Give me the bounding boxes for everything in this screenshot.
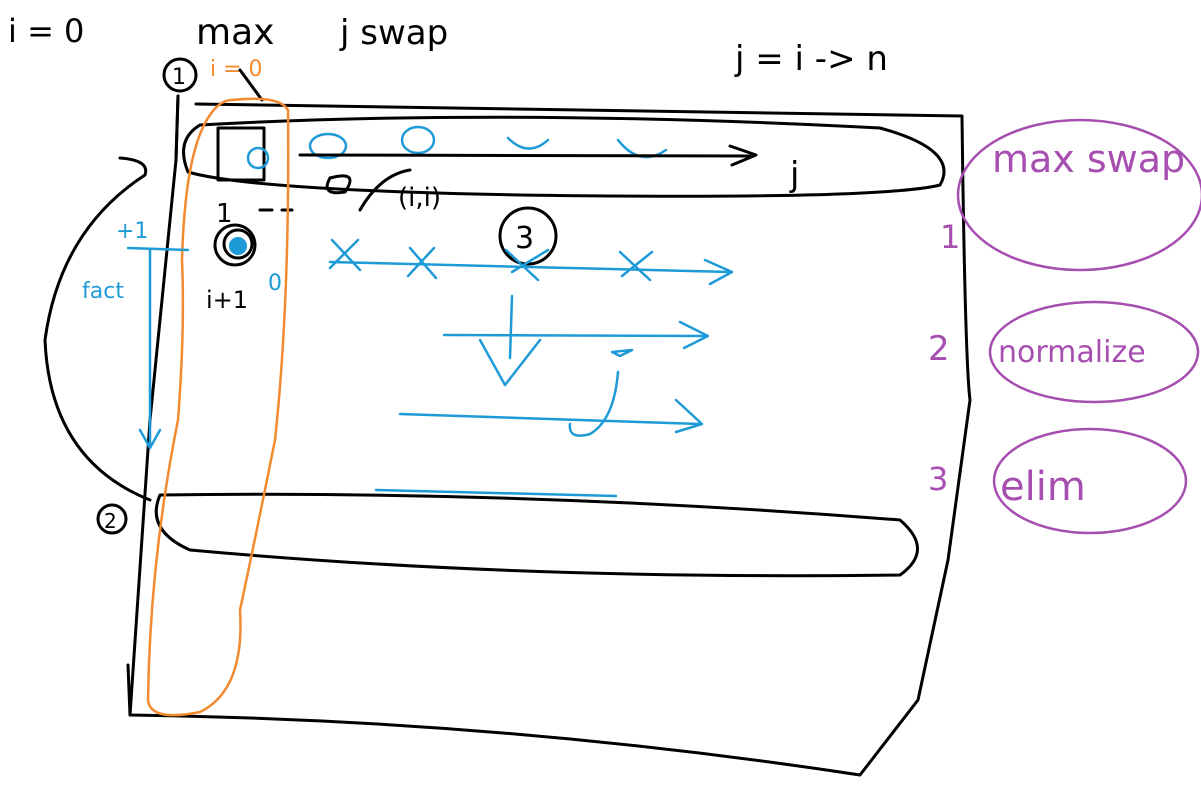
elim-row-arrow-3	[398, 398, 704, 434]
matrix-corner-tick	[126, 663, 132, 717]
step1-circle	[162, 57, 198, 93]
row-below-label: i+1	[206, 286, 248, 314]
cell-ii-label: (i,i)	[398, 183, 441, 213]
zero-mark: 0	[268, 271, 282, 296]
pivot-scribble-inner	[222, 228, 254, 260]
legend-ellipse-elim	[992, 427, 1188, 535]
row-i-zero-1	[308, 132, 348, 160]
orange-i-label: i = 0	[210, 57, 263, 82]
legend-ellipse-max-swap	[956, 118, 1201, 272]
plus-one-label: +1	[116, 219, 148, 244]
step3-circle	[498, 206, 558, 266]
legend-item-elim: 3 elim	[928, 427, 1188, 535]
step1-marker: 1	[172, 65, 186, 90]
legend-ellipse-normalize	[988, 300, 1200, 404]
plus-one-underline	[126, 246, 190, 252]
pivot-square	[216, 126, 266, 182]
factor-down-arrow	[138, 248, 162, 450]
matrix-outline	[128, 94, 972, 777]
max-label: max	[196, 12, 274, 53]
pivot-cell-mark	[246, 146, 270, 170]
i-init-label: i = 0	[8, 12, 84, 50]
elim-down-head	[478, 338, 542, 387]
j-range-label: j = i -> n	[734, 39, 888, 79]
pivot-one-dot	[229, 237, 247, 255]
elim-x-1	[328, 238, 362, 272]
pivot-link-loop	[325, 174, 352, 195]
row-j-label: j	[789, 155, 799, 195]
row-i-arrow	[298, 144, 758, 167]
elim-last-line	[374, 488, 618, 498]
matrix-left-edge	[174, 94, 180, 162]
pivot-column-outline	[146, 97, 290, 717]
pivot-scribble-circle	[213, 223, 257, 267]
elim-j-stroke	[568, 370, 620, 437]
loop-arrow	[43, 156, 152, 502]
elim-down-line	[508, 294, 514, 360]
step3-marker: 3	[515, 221, 534, 256]
row-i-zero-2	[400, 125, 436, 155]
legend-num-1: 1	[940, 218, 960, 256]
pivot-one-label: 1	[216, 199, 233, 229]
factor-label: fact	[82, 279, 124, 304]
pointer-stroke	[238, 68, 264, 102]
legend-item-normalize: 2 normalize	[928, 300, 1200, 404]
pivot-link-stroke	[358, 168, 412, 212]
elim-row-arrow-2	[442, 320, 710, 350]
elim-row-arrow	[328, 258, 734, 286]
legend-normalize-label: normalize	[998, 335, 1146, 370]
legend-elim-label: elim	[1000, 464, 1086, 510]
elim-x-3	[504, 248, 550, 282]
legend-num-3: 3	[928, 460, 948, 498]
row-i-zero-3	[506, 136, 550, 150]
elim-x-4	[618, 250, 654, 282]
row-normalize-ellipse	[154, 492, 919, 578]
elim-small-mark	[610, 348, 634, 358]
step2-marker: 2	[104, 509, 117, 533]
legend-num-2: 2	[928, 329, 950, 369]
swap-label: j swap	[339, 13, 448, 53]
elim-x-2	[406, 246, 438, 280]
legend-max-swap-label: max swap	[992, 137, 1185, 181]
step2-circle	[96, 503, 128, 535]
legend-item-max-swap: 1 max swap	[940, 118, 1201, 272]
